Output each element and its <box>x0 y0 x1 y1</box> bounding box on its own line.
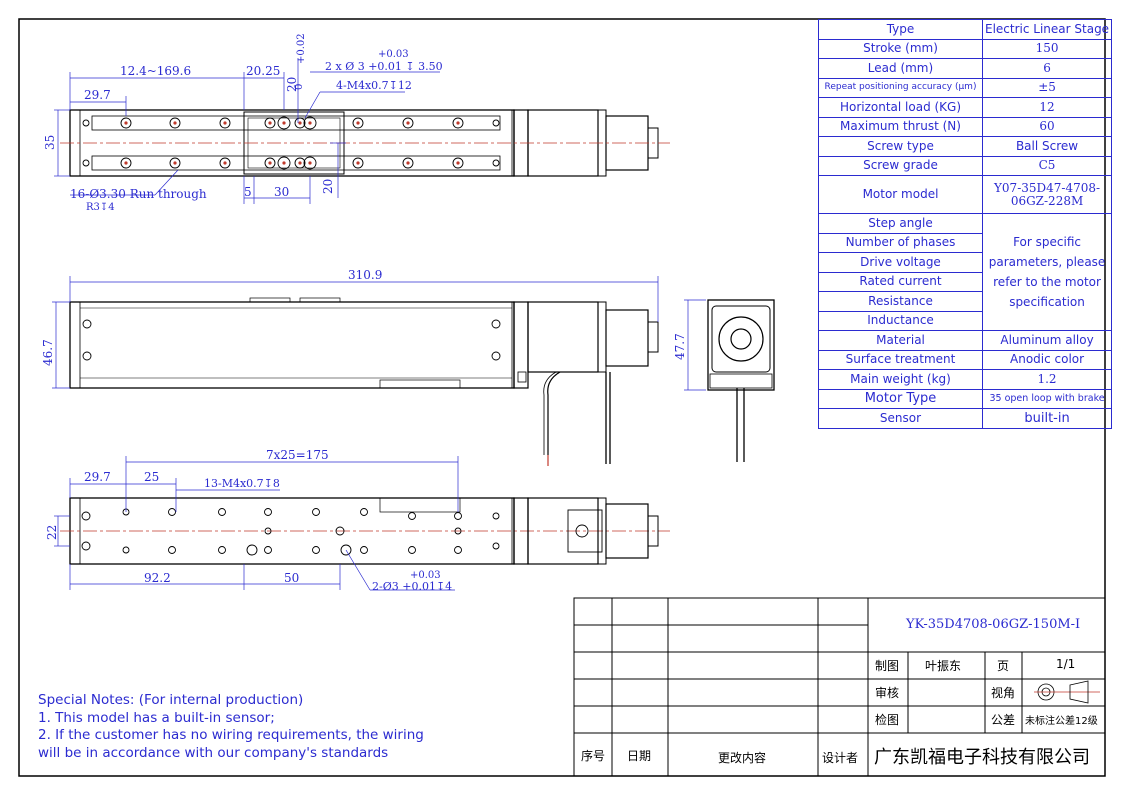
dim-bot-tol-03: +0.03 <box>410 570 441 581</box>
spec-thrust-label: Maximum thrust (N) <box>818 116 983 137</box>
spec-repeat-value: ±5 <box>981 77 1113 98</box>
spec-step-angle-label: Step angle <box>818 213 983 234</box>
spec-motor-model-label: Motor model <box>818 175 983 214</box>
spec-thrust-value: 60 <box>981 116 1113 137</box>
dim-bot-13-m4: 13-M4x0.7↧8 <box>204 477 280 490</box>
dim-top-tol-03: +0.03 <box>378 49 409 60</box>
dim-side-310-9: 310.9 <box>348 268 382 282</box>
notes-line-2: 2. If the customer has no wiring require… <box>38 727 424 743</box>
bottom-view <box>54 456 670 591</box>
notes-line-1: 1. This model has a built-in sensor; <box>38 709 275 726</box>
drawn-by: 叶振东 <box>925 659 962 673</box>
dim-top-16-holes: 16-Ø3.30 Run through <box>70 187 207 201</box>
spec-type-label: Type <box>818 19 983 40</box>
spec-current-label: Rated current <box>818 271 983 292</box>
dim-top-35: 35 <box>43 135 57 150</box>
spec-motor-model-value: Y07-35D47-4708-06GZ-228M <box>981 175 1113 214</box>
dim-bot-29-7: 29.7 <box>84 470 111 484</box>
spec-hload-label: Horizontal load (KG) <box>818 97 983 118</box>
spec-stroke-label: Stroke (mm) <box>818 38 983 59</box>
dim-top-hole-spec: 2 x Ø 3 +0.01 ↧ 3.50 <box>325 60 443 73</box>
dim-bot-50: 50 <box>284 571 299 585</box>
drawn-label: 制图 <box>875 659 900 673</box>
dim-top-tol-0: 0 <box>294 84 305 90</box>
notes-line-3: will be in accordance with our company's… <box>38 744 389 761</box>
review-label: 审核 <box>875 686 900 700</box>
dim-top-30: 30 <box>274 185 289 199</box>
spec-inductance-label: Inductance <box>818 310 983 331</box>
spec-type-value: Electric Linear Stage <box>981 19 1113 40</box>
page-label: 页 <box>997 659 1010 673</box>
spec-voltage-label: Drive voltage <box>818 252 983 273</box>
spec-hload-value: 12 <box>981 97 1113 118</box>
top-view <box>54 58 670 204</box>
drawing-number: YK-35D4708-06GZ-150M-I <box>906 617 1081 632</box>
dim-bot-7x25: 7x25=175 <box>266 448 329 462</box>
spec-screw-grade-value: C5 <box>981 155 1113 176</box>
title-block-grid <box>573 597 1106 777</box>
change-label: 更改内容 <box>718 751 767 765</box>
dim-top-5: 5 <box>244 185 252 199</box>
spec-phases-label: Number of phases <box>818 232 983 253</box>
date-label: 日期 <box>627 749 652 763</box>
spec-repeat-label: Repeat positioning accuracy (μm) <box>818 77 983 98</box>
dim-bot-2-holes: 2-Ø3 +0.01↧4 <box>372 580 452 593</box>
spec-surface-label: Surface treatment <box>818 349 983 370</box>
spec-material-label: Material <box>818 330 983 351</box>
spec-screw-type-value: Ball Screw <box>981 136 1113 157</box>
dim-side-46-7: 46.7 <box>41 339 55 366</box>
spec-weight-value: 1.2 <box>981 369 1113 390</box>
spec-motor-params-note: For specific parameters, please refer to… <box>981 213 1113 331</box>
dim-top-tol-02: +0.02 <box>296 33 307 64</box>
spec-screw-grade-label: Screw grade <box>818 155 983 176</box>
tolerance-label: 公差 <box>991 713 1016 727</box>
dim-top-29-7: 29.7 <box>84 88 111 102</box>
tolerance-value: 未标注公差12级 <box>1025 716 1098 727</box>
spec-weight-label: Main weight (kg) <box>818 369 983 390</box>
spec-screw-type-label: Screw type <box>818 136 983 157</box>
dim-top-20-vert: 20 <box>285 77 299 92</box>
dim-bot-92-2: 92.2 <box>144 571 171 585</box>
spec-stroke-value: 150 <box>981 38 1113 59</box>
end-view <box>707 299 775 462</box>
designer-label: 设计者 <box>822 751 859 765</box>
spec-sensor-value: built-in <box>981 408 1113 429</box>
view-label: 视角 <box>991 686 1016 700</box>
spec-surface-value: Anodic color <box>981 349 1113 370</box>
spec-lead-value: 6 <box>981 58 1113 79</box>
dim-top-range: 12.4~169.6 <box>120 64 191 78</box>
page-value: 1/1 <box>1056 657 1076 671</box>
spec-motor-type-label: Motor Type <box>818 388 983 409</box>
dim-side-47-7: 47.7 <box>673 333 687 360</box>
spec-sensor-label: Sensor <box>818 408 983 429</box>
spec-lead-label: Lead (mm) <box>818 58 983 79</box>
spec-resistance-label: Resistance <box>818 291 983 312</box>
seq-label: 序号 <box>581 749 606 763</box>
dim-bot-22: 22 <box>45 525 59 540</box>
dim-top-m4: 4-M4x0.7↧12 <box>336 79 412 92</box>
company-name: 广东凯福电子科技有限公司 <box>874 747 1090 768</box>
projection-symbol-icon <box>1034 680 1100 704</box>
side-view <box>52 276 706 466</box>
check-label: 检图 <box>875 713 900 727</box>
special-notes: Special Notes: (For internal production)… <box>38 692 424 762</box>
notes-title: Special Notes: (For internal production) <box>38 692 304 708</box>
spec-material-value: Aluminum alloy <box>981 330 1113 351</box>
dim-top-20-right: 20 <box>321 179 335 194</box>
spec-motor-type-value: 35 open loop with brake <box>981 388 1113 409</box>
dim-top-r3: R3↧4 <box>86 202 115 213</box>
dim-top-20-25: 20.25 <box>246 64 280 78</box>
dim-bot-25: 25 <box>144 470 159 484</box>
